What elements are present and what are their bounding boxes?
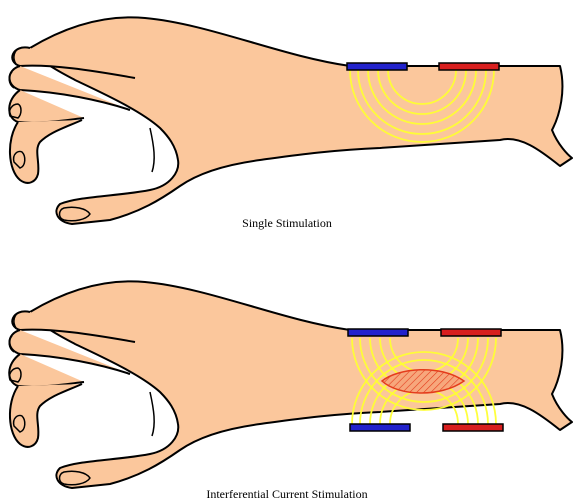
- electrode-negative: [347, 63, 407, 70]
- single-stimulation-diagram: [0, 0, 574, 250]
- electrode-positive: [439, 63, 499, 70]
- caption-interferential-stimulation: Interferential Current Stimulation: [0, 487, 574, 502]
- electrode-negative-top: [348, 329, 408, 336]
- electrode-positive-bottom: [443, 424, 503, 431]
- interferential-stimulation-panel: Interferential Current Stimulation: [0, 250, 574, 501]
- caption-single-stimulation: Single Stimulation: [0, 216, 574, 231]
- electrode-negative-bottom: [350, 424, 410, 431]
- interferential-stimulation-diagram: [0, 250, 574, 501]
- electrode-positive-top: [441, 329, 501, 336]
- single-stimulation-panel: Single Stimulation: [0, 0, 574, 250]
- hand-illustration: [9, 17, 572, 224]
- hand-illustration: [9, 281, 572, 488]
